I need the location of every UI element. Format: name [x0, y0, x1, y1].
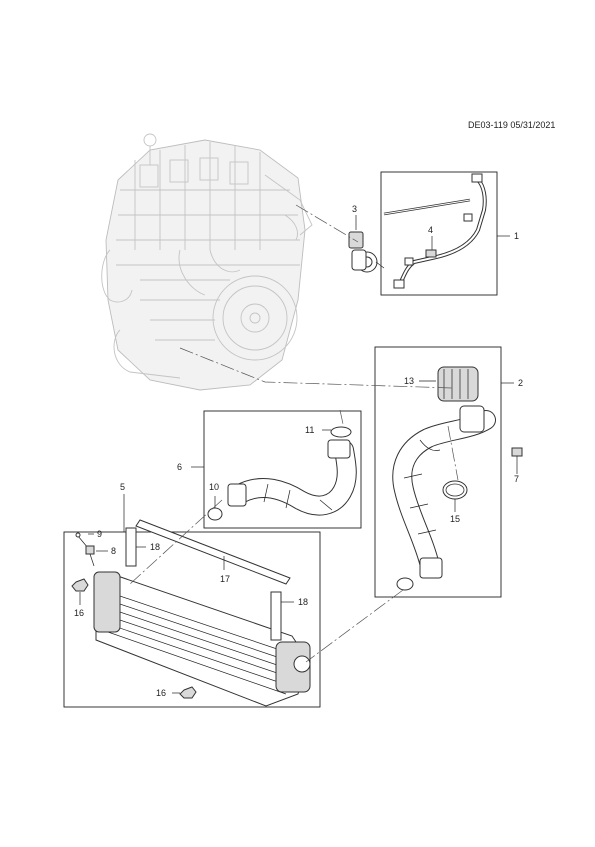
connection-lines [129, 204, 459, 663]
document-id: DE03-119 05/31/2021 [468, 120, 556, 130]
bolt-part [511, 447, 523, 466]
callout-16b: 16 [156, 688, 166, 698]
nut-part-lower [179, 686, 197, 699]
callout-11: 11 [305, 425, 314, 435]
charge-air-hose-part [392, 405, 496, 579]
callout-5: 5 [120, 482, 125, 492]
callout-13: 13 [404, 376, 414, 386]
clamp-part [396, 577, 414, 591]
callout-2: 2 [518, 378, 523, 388]
callout-17: 17 [220, 574, 230, 584]
box-6-frame [203, 410, 362, 529]
clamp-ring-part [442, 480, 468, 500]
callout-15: 15 [450, 514, 460, 524]
callout-1: 1 [514, 231, 519, 241]
callout-4: 4 [428, 225, 433, 235]
intercooler-part [93, 571, 311, 707]
bracket-strip-part [135, 519, 291, 585]
callout-18a: 18 [150, 542, 160, 552]
hose-clamp-part [207, 507, 223, 521]
air-filter-part [437, 366, 479, 402]
callout-6: 6 [177, 462, 182, 472]
callout-18b: 18 [298, 597, 308, 607]
nut-part [71, 578, 89, 592]
callout-9: 9 [97, 529, 102, 539]
intercooler-hose-part [227, 439, 357, 516]
valve-part [348, 231, 385, 273]
box-2-frame [374, 346, 502, 598]
box-5-frame [63, 531, 321, 708]
callout-8: 8 [111, 546, 116, 556]
sensor-part [75, 532, 95, 567]
vacuum-line-part [383, 173, 487, 289]
box-1-frame [380, 171, 498, 296]
engine-illustration [101, 133, 313, 391]
callout-10: 10 [209, 482, 219, 492]
callout-7: 7 [514, 474, 519, 484]
clip-part [425, 249, 437, 258]
seal-ring-part [330, 426, 352, 438]
callout-3: 3 [352, 204, 357, 214]
callout-16a: 16 [74, 608, 84, 618]
